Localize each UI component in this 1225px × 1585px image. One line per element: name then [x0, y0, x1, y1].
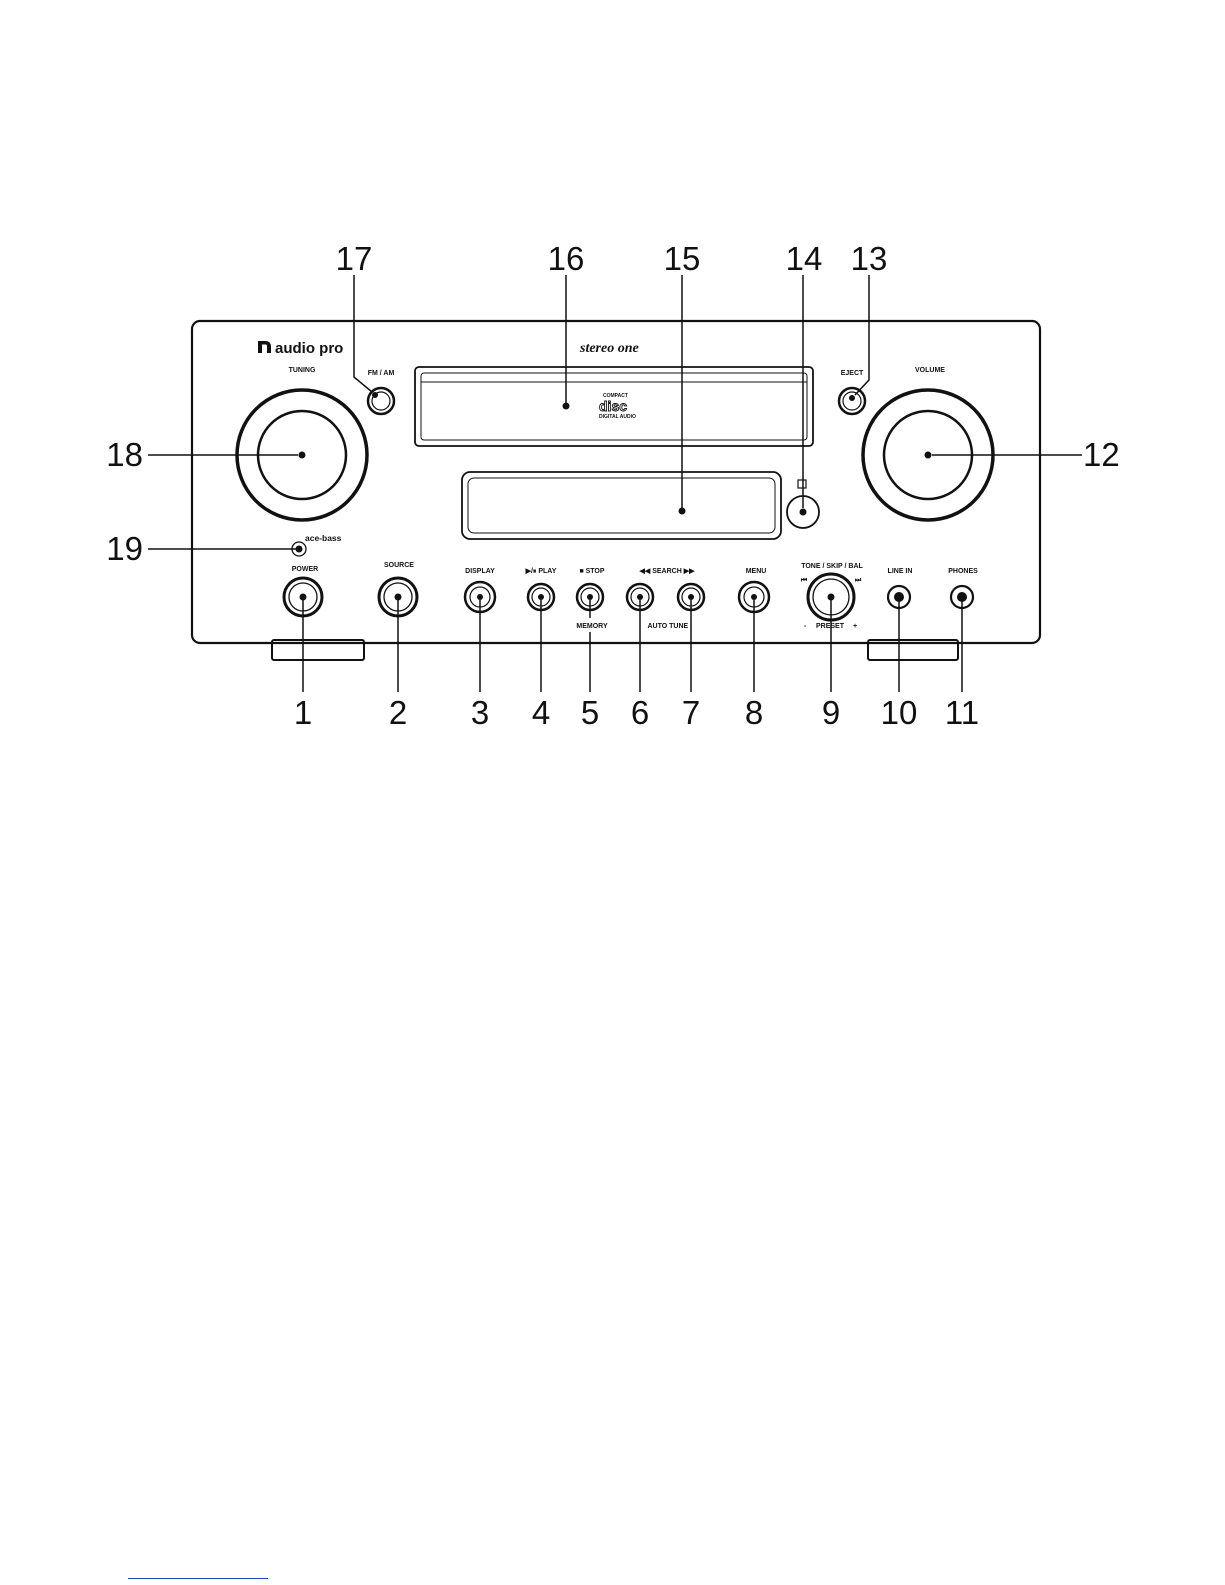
leader-dot-6 — [637, 594, 643, 600]
leader-dot-13 — [849, 395, 855, 401]
callout-2: 2 — [389, 694, 407, 731]
leader-dot-4 — [538, 594, 544, 600]
leader-line-13 — [855, 275, 869, 395]
footer-rule — [128, 1578, 268, 1579]
callout-13: 13 — [851, 240, 888, 277]
search-label: ◀◀ SEARCH ▶▶ — [639, 568, 696, 575]
callout-8: 8 — [745, 694, 763, 731]
stop-label: ■ STOP — [579, 568, 604, 575]
callout-18: 18 — [106, 436, 143, 473]
callout-19: 19 — [106, 530, 143, 567]
leader-dot-16 — [563, 403, 570, 410]
phones-label: PHONES — [948, 568, 978, 575]
memory-label: MEMORY — [576, 623, 608, 630]
preset-plus-label: + — [853, 623, 857, 630]
brand-name: audio pro — [275, 340, 343, 357]
callout-11: 11 — [945, 694, 979, 731]
leader-dot-3 — [477, 594, 483, 600]
menu-label: MENU — [746, 568, 767, 575]
ace-bass-text: ace-bass — [305, 533, 342, 543]
leader-dot-8 — [751, 594, 757, 600]
leader-dot-14 — [800, 509, 807, 516]
leader-dot-18 — [299, 452, 306, 459]
callout-1: 1 — [294, 694, 312, 731]
auto-tune-label: AUTO TUNE · — [648, 623, 693, 630]
skip-back-icon: ⏮ — [801, 577, 808, 584]
callout-15: 15 — [664, 240, 701, 277]
callout-9: 9 — [822, 694, 840, 731]
callout-4: 4 — [532, 694, 550, 731]
front-panel — [192, 321, 1040, 643]
leader-dot-5 — [587, 594, 593, 600]
fm-am-label: FM / AM — [368, 370, 395, 377]
eject-label: EJECT — [841, 370, 864, 377]
callout-6: 6 — [631, 694, 649, 731]
callout-5: 5 — [581, 694, 599, 731]
ir-sensor-mark-icon — [798, 480, 806, 488]
brand-mark-icon — [258, 341, 271, 353]
leader-dot-2 — [395, 594, 402, 601]
display-button-label: DISPLAY — [465, 568, 495, 575]
callout-7: 7 — [682, 694, 700, 731]
callout-3: 3 — [471, 694, 489, 731]
callout-14: 14 — [786, 240, 823, 277]
leader-dot-12 — [925, 452, 932, 459]
line-in-label: LINE IN — [888, 568, 913, 575]
display-bezel — [462, 472, 781, 539]
leader-dot-1 — [300, 594, 307, 601]
tuning-label: TUNING — [289, 367, 316, 374]
tone-skip-bal-label: TONE / SKIP / BAL — [801, 563, 863, 570]
leader-dot-7 — [688, 594, 694, 600]
compact-disc-logo: COMPACT disc DIGITAL AUDIO — [599, 393, 636, 420]
cd-logo-bottom: DIGITAL AUDIO — [599, 414, 636, 420]
callout-12: 12 — [1083, 436, 1120, 473]
play-label: ▶/⏸ PLAY — [525, 568, 557, 575]
ace-bass-logo: ace-bass — [292, 533, 342, 556]
leader-dot-17 — [372, 392, 378, 398]
callout-10: 10 — [881, 694, 918, 731]
skip-forward-icon: ⏭ — [855, 577, 862, 584]
brand-logo: audio pro — [258, 340, 343, 357]
preset-minus-label: - — [804, 623, 807, 630]
power-label: POWER — [292, 566, 318, 573]
leader-dot-15 — [679, 508, 686, 515]
callout-17: 17 — [336, 240, 373, 277]
callout-16: 16 — [548, 240, 585, 277]
source-label: SOURCE — [384, 562, 414, 569]
leader-dot-9 — [828, 594, 835, 601]
volume-label: VOLUME — [915, 367, 945, 374]
display-window — [468, 478, 775, 533]
model-name: stereo one — [579, 341, 639, 356]
cd-logo-mid: disc — [599, 398, 627, 414]
